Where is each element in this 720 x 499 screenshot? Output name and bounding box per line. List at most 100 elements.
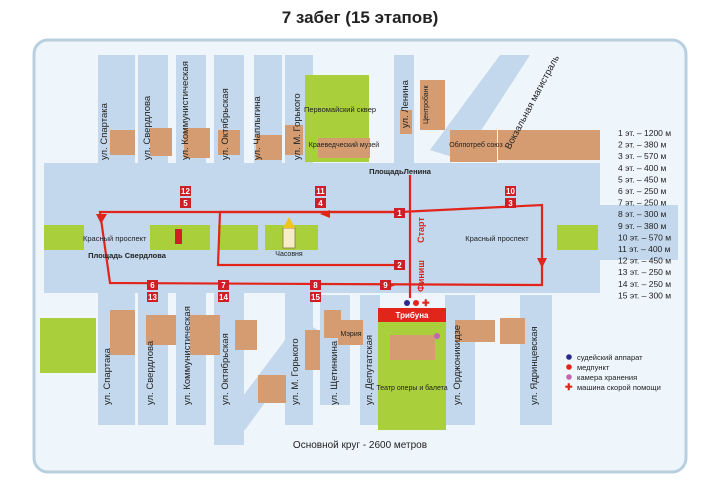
street-label: ул. Депутатская bbox=[364, 335, 375, 405]
stage-item: 6 эт. – 250 м bbox=[618, 186, 667, 196]
stage-number: 3 bbox=[508, 199, 513, 208]
street-label: ул. Октябрьская bbox=[220, 88, 231, 160]
street-label: ул. Свердлова bbox=[142, 95, 153, 160]
label-chasovnya: Часовня bbox=[275, 251, 303, 258]
building-layer bbox=[110, 80, 600, 403]
stage-number-badge: 2 bbox=[394, 260, 405, 270]
storage-dot-icon bbox=[434, 333, 440, 339]
label-finish: Финиш bbox=[416, 260, 426, 292]
street-label: ул. Спартака bbox=[102, 347, 113, 405]
street-label: ул. Свердлова bbox=[145, 340, 156, 405]
stage-item: 7 эт. – 250 м bbox=[618, 198, 667, 208]
label-ploshchad-sverdlova: Площадь Свердлова bbox=[88, 251, 167, 260]
tribuna-markers: ✚ bbox=[404, 298, 440, 339]
stage-number-badge: 11 bbox=[315, 186, 326, 196]
judge-dot-icon bbox=[404, 300, 410, 306]
stage-item: 11 эт. – 400 м bbox=[618, 244, 671, 254]
legend-label: медпункт bbox=[577, 363, 610, 372]
stage-list: 1 эт. – 1200 м 2 эт. – 380 м3 эт. – 570 м… bbox=[618, 128, 671, 300]
label-ploshchad-lenina: ПлощадьЛенина bbox=[369, 167, 432, 176]
stage-number-badge: 12 bbox=[180, 186, 191, 196]
stage-number: 11 bbox=[316, 187, 325, 196]
stage-item: 12 эт. – 450 м bbox=[618, 256, 671, 266]
legend-label: машина скорой помощи bbox=[577, 383, 661, 392]
stage-item: 5 эт. – 450 м bbox=[618, 174, 667, 184]
label-centrobank: Центробанк bbox=[422, 84, 430, 124]
label-tribuna: Трибуна bbox=[396, 311, 430, 320]
stage-number: 10 bbox=[506, 187, 515, 196]
stage-number: 13 bbox=[148, 293, 157, 302]
stage-item: 10 эт. – 570 м bbox=[618, 232, 671, 242]
street-label: ул. Чаплыгина bbox=[252, 95, 263, 160]
street-label: ул. М. Горького bbox=[292, 93, 303, 160]
stage-number-badge: 13 bbox=[147, 292, 158, 302]
label-start: Старт bbox=[416, 217, 426, 243]
label-krasny-left: Красный проспект bbox=[83, 234, 147, 243]
stage-number: 12 bbox=[181, 187, 190, 196]
stage-number-badge: 9 bbox=[380, 280, 391, 290]
stage-number-badge: 14 bbox=[218, 292, 229, 302]
chapel-icon bbox=[282, 217, 296, 249]
label-oblpotreb: Облпотреб союз bbox=[449, 141, 503, 149]
stage-number: 6 bbox=[150, 281, 155, 290]
street-label: ул. Спартака bbox=[99, 102, 110, 160]
stage-number-badge: 6 bbox=[147, 280, 158, 290]
street-label: ул. Орджоникидзе bbox=[452, 325, 463, 405]
stage-item: 15 эт. – 300 м bbox=[618, 290, 671, 300]
street-label: ул. Ленина bbox=[400, 79, 411, 128]
stage-number: 9 bbox=[383, 281, 388, 290]
stage-item: 14 эт. – 250 м bbox=[618, 279, 671, 289]
ambulance-icon: ✚ bbox=[565, 382, 573, 392]
stage-number: 1 bbox=[397, 209, 402, 218]
stage-number-badge: 8 bbox=[310, 280, 321, 290]
street-label: ул. Октябрьская bbox=[220, 333, 231, 405]
stage-item: 8 эт. – 300 м bbox=[618, 209, 667, 219]
stage-item: 2 эт. – 380 м bbox=[618, 140, 667, 150]
street-label: ул. Щетинкина bbox=[329, 340, 340, 405]
stage-number-badge: 1 bbox=[394, 208, 405, 218]
legend-dot-icon bbox=[566, 364, 572, 370]
footer-note: Основной круг - 2600 метров bbox=[293, 440, 427, 451]
stage-item: 13 эт. – 250 м bbox=[618, 267, 671, 277]
street-label: ул. Коммунистическая bbox=[180, 61, 191, 160]
stage-number: 7 bbox=[221, 281, 226, 290]
map-title: 7 забег (15 этапов) bbox=[281, 8, 439, 27]
legend-dot-icon bbox=[566, 374, 572, 380]
stage-item: 4 эт. – 400 м bbox=[618, 163, 667, 173]
street-label: ул. М. Горького bbox=[290, 338, 301, 405]
label-museum: Краеведческий музей bbox=[309, 141, 380, 149]
legend-label: камера хранения bbox=[577, 373, 637, 382]
stage-number-badge: 3 bbox=[505, 198, 516, 208]
stage-number: 4 bbox=[318, 199, 323, 208]
label-pervomaisky: Первомайский сквер bbox=[304, 105, 376, 114]
stage-number: 2 bbox=[397, 261, 402, 270]
stage-item: 1 эт. – 1200 м bbox=[618, 128, 671, 138]
sverdlova-marker bbox=[175, 229, 182, 244]
stage-number: 14 bbox=[219, 293, 228, 302]
stage-number-badge: 15 bbox=[310, 292, 321, 302]
stage-number-badge: 7 bbox=[218, 280, 229, 290]
medical-dot-icon bbox=[413, 300, 419, 306]
stage-item: 3 эт. – 570 м bbox=[618, 151, 667, 161]
label-krasny-right: Красный проспект bbox=[465, 234, 529, 243]
legend-label: судейский аппарат bbox=[577, 353, 643, 362]
stage-number: 5 bbox=[183, 199, 188, 208]
tribuna-box bbox=[378, 308, 446, 322]
stage-number-badge: 4 bbox=[315, 198, 326, 208]
stage-item: 9 эт. – 380 м bbox=[618, 221, 667, 231]
stage-number-badge: 10 bbox=[505, 186, 516, 196]
stage-number: 8 bbox=[313, 281, 318, 290]
stage-number-badge: 5 bbox=[180, 198, 191, 208]
stage-number: 15 bbox=[311, 293, 320, 302]
label-theatre: Театр оперы и балета bbox=[376, 384, 447, 392]
street-names-bottom: ул. Спартака ул. Свердлова ул. Коммунистич… bbox=[102, 306, 540, 405]
route-lines bbox=[98, 175, 544, 298]
ambulance-icon: ✚ bbox=[422, 298, 430, 308]
legend-dot-icon bbox=[566, 354, 572, 360]
street-label: ул. Коммунистическая bbox=[182, 306, 193, 405]
label-meria: Мэрия bbox=[340, 331, 361, 338]
street-label: ул. Ядринцевская bbox=[529, 326, 540, 405]
